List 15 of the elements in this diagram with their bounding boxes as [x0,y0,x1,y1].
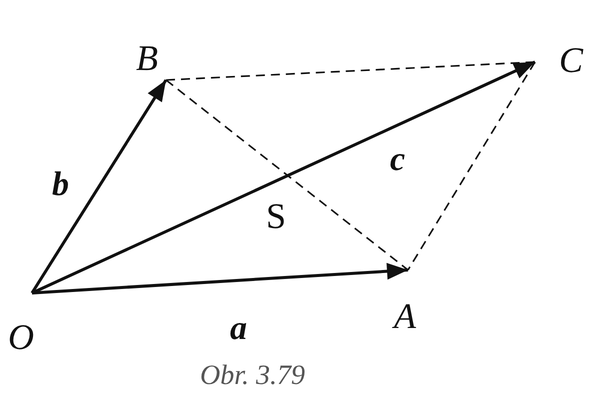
vector-arrow [31,60,536,294]
vector-arrow [32,262,408,294]
dashed-line [407,62,536,270]
point-label: A [394,270,432,334]
edge-label: c [390,143,406,177]
point-label: B [136,40,172,80]
point-label: O [8,293,42,355]
edge-label: b [52,168,69,202]
vector-arrow [30,79,168,294]
point-label: S [266,198,286,234]
dashed-line [166,79,408,271]
edge-label: a [230,312,247,346]
dashed-line [166,61,536,81]
point-label: C [535,42,583,80]
figure-caption: Obr. 3.79 [200,362,306,390]
